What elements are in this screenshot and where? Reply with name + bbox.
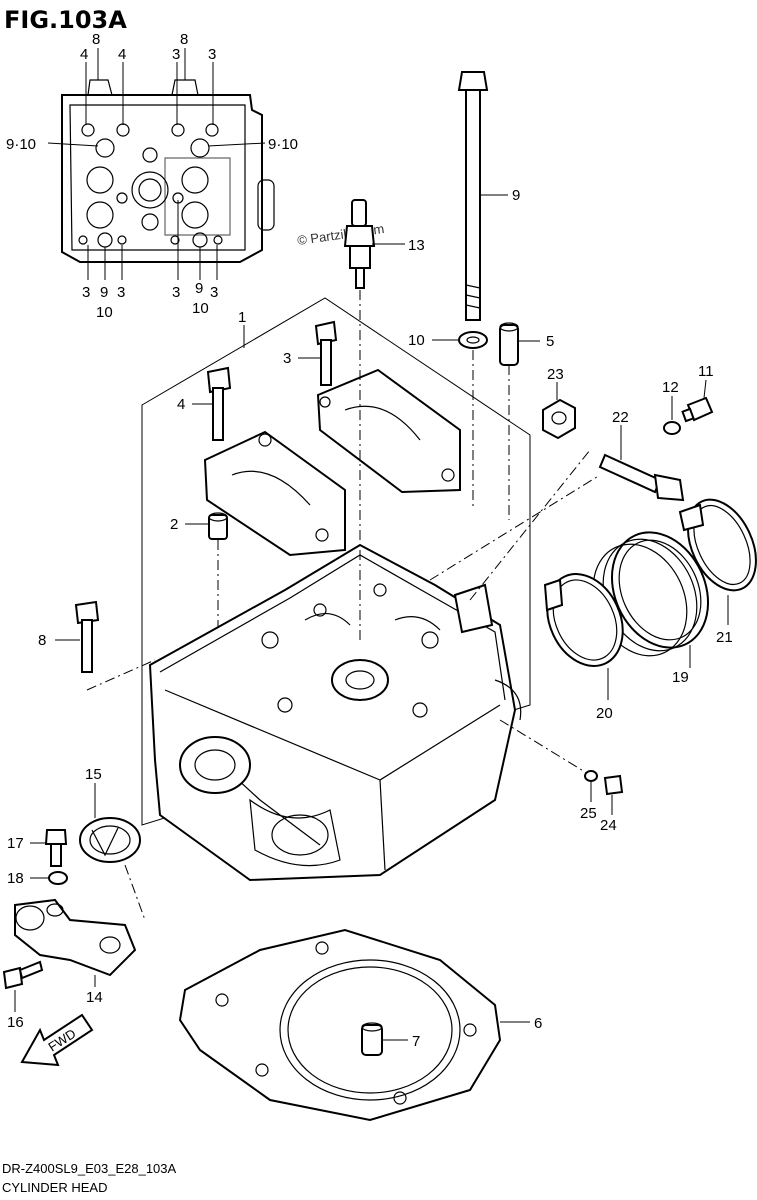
inset-label: 3 (210, 284, 218, 301)
callout-5: 5 (546, 333, 554, 350)
callout-25: 25 (580, 805, 597, 822)
footer-code: DR-Z400SL9_E03_E28_103A (2, 1161, 177, 1176)
inset-label: 3 (172, 46, 180, 63)
inset-label: 8 (180, 31, 188, 48)
thermostat-cover-14 (14, 898, 137, 987)
inset-leaders (47, 48, 266, 280)
inset-label: 4 (118, 46, 126, 63)
bolt-24 (603, 774, 624, 815)
dowel-pin-7 (361, 1022, 408, 1056)
inset-label: 3 (208, 46, 216, 63)
callout-7: 7 (412, 1033, 420, 1050)
assembly-boundary (141, 297, 531, 826)
callout-14: 14 (86, 989, 103, 1006)
figure-title: FIG.103A (4, 6, 127, 34)
inset-label: 8 (92, 31, 100, 48)
callout-22: 22 (612, 409, 629, 426)
callout-13: 13 (408, 237, 425, 254)
callout-9: 9 (512, 187, 520, 204)
cylinder-head-1 (148, 543, 522, 882)
inset-label: 4 (80, 46, 88, 63)
head-gasket-6 (178, 928, 530, 1122)
callout-18: 18 (7, 870, 24, 887)
callout-8: 8 (38, 632, 46, 649)
bolt-22 (598, 425, 685, 502)
callout-23: 23 (547, 366, 564, 383)
alignment-line (429, 474, 601, 581)
washer-25 (584, 770, 598, 802)
callout-21: 21 (716, 629, 733, 646)
inset-label: 9 (100, 284, 108, 301)
nut-23 (542, 382, 576, 440)
inset-label: 3 (172, 284, 180, 301)
callout-16: 16 (7, 1014, 24, 1031)
callout-10: 10 (408, 332, 425, 349)
callout-6: 6 (534, 1015, 542, 1032)
callout-20: 20 (596, 705, 613, 722)
clamp-20 (543, 573, 624, 700)
dowel-pin-2 (185, 512, 228, 650)
camshaft-cap-left (203, 430, 346, 557)
alignment-line (469, 449, 591, 601)
alignment-line (499, 719, 591, 776)
washer-10 (432, 331, 488, 349)
callout-3: 3 (283, 350, 291, 367)
inset-label: 9·10 (6, 136, 36, 153)
inset-label: 9 (195, 280, 203, 297)
bolt-17 (30, 829, 68, 867)
callout-19: 19 (672, 669, 689, 686)
clamp-21 (678, 498, 757, 625)
callout-11: 11 (698, 363, 714, 380)
callout-15: 15 (85, 766, 102, 783)
callout-17: 17 (7, 835, 24, 852)
inset-top-view (61, 79, 275, 263)
inset-label: 10 (96, 304, 113, 321)
bolt-11 (681, 379, 714, 423)
washer-18 (30, 871, 68, 885)
camshaft-cap-right (316, 368, 461, 494)
footer-caption: CYLINDER HEAD (2, 1180, 107, 1195)
callout-2: 2 (170, 516, 178, 533)
callout-24: 24 (600, 817, 617, 834)
bolt-8 (55, 600, 156, 691)
inset-label: 3 (117, 284, 125, 301)
bolt-4 (192, 366, 232, 441)
callout-12: 12 (662, 379, 679, 396)
thermostat-15 (79, 783, 146, 921)
callout-4: 4 (177, 396, 185, 413)
bolt-3 (298, 320, 338, 386)
inset-label: 3 (82, 284, 90, 301)
dowel-5 (499, 322, 540, 366)
fwd-arrow-icon: FWD (20, 1013, 94, 1067)
inset-label: 10 (192, 300, 209, 317)
bolt-16 (2, 960, 44, 1012)
callout-1: 1 (238, 309, 246, 326)
inset-label: 9·10 (268, 136, 298, 153)
washer-12 (663, 396, 681, 435)
stud-bolt-9 (457, 71, 508, 321)
spark-plug-13 (343, 199, 405, 289)
